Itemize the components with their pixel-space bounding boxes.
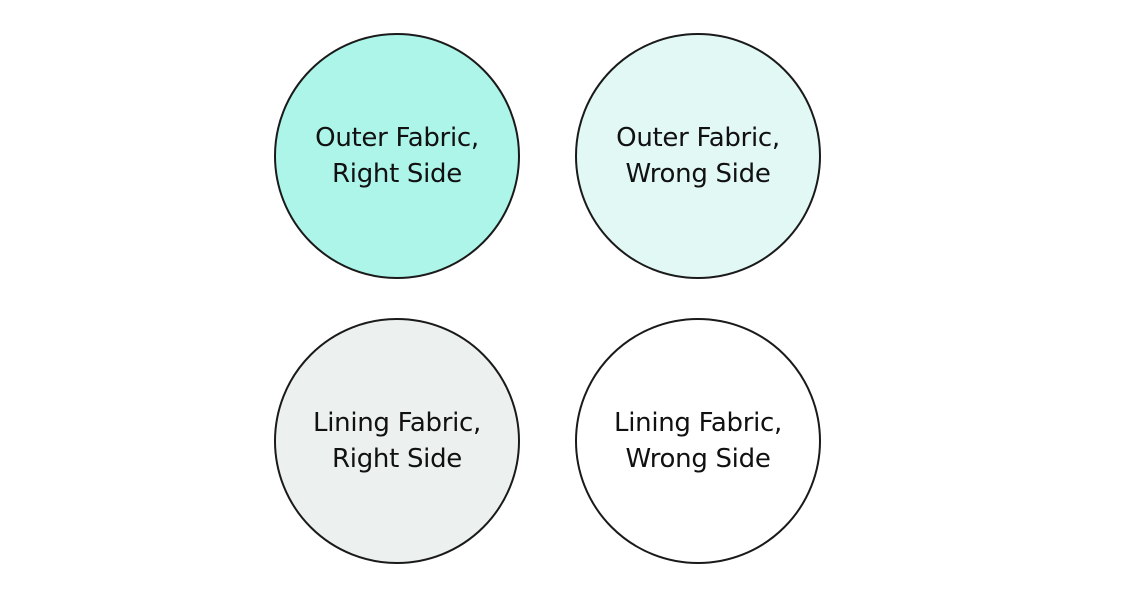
outer-fabric-right-side-swatch: Outer Fabric, Right Side	[274, 33, 520, 279]
swatch-label-line-2: Right Side	[332, 159, 462, 189]
swatch-label-line-2: Wrong Side	[625, 444, 771, 474]
swatch-label: Lining Fabric, Wrong Side	[614, 405, 782, 477]
swatch-label-line-1: Lining Fabric,	[313, 408, 481, 438]
swatch-label: Lining Fabric, Right Side	[313, 405, 481, 477]
swatch-label: Outer Fabric, Wrong Side	[616, 120, 780, 192]
lining-fabric-right-side-swatch: Lining Fabric, Right Side	[274, 318, 520, 564]
swatch-label-line-2: Right Side	[332, 444, 462, 474]
swatch-label: Outer Fabric, Right Side	[315, 120, 479, 192]
lining-fabric-wrong-side-swatch: Lining Fabric, Wrong Side	[575, 318, 821, 564]
swatch-label-line-1: Lining Fabric,	[614, 408, 782, 438]
swatch-label-line-1: Outer Fabric,	[616, 123, 780, 153]
swatch-label-line-2: Wrong Side	[625, 159, 771, 189]
outer-fabric-wrong-side-swatch: Outer Fabric, Wrong Side	[575, 33, 821, 279]
swatch-label-line-1: Outer Fabric,	[315, 123, 479, 153]
